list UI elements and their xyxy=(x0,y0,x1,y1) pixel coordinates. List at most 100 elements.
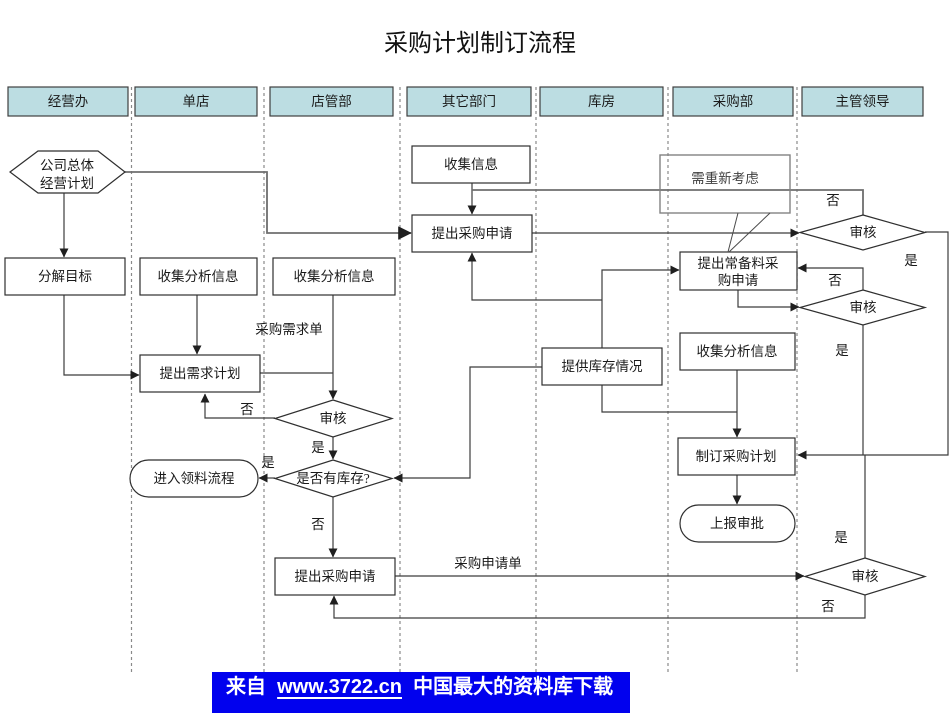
node-collect-info-dept: 收集分析信息 xyxy=(272,257,396,296)
node-decompose-goal: 分解目标 xyxy=(4,257,126,296)
box-regular-material-request xyxy=(679,251,798,291)
node-label: 收集分析信息 xyxy=(294,268,375,284)
edge-label-no: 否 xyxy=(826,193,840,208)
edge-label-no: 否 xyxy=(821,599,835,614)
edge-stockstatus-to-hasstock xyxy=(393,366,542,483)
source-banner: 来自 www.3722.cn 中国最大的资料库下载 xyxy=(212,672,630,713)
node-label: 审核 xyxy=(320,411,347,426)
node-review-leader-2: 审核 xyxy=(797,289,928,326)
edge-stockstatus-to-purchaseplan xyxy=(601,385,737,413)
edge-label-yes: 是 xyxy=(835,343,849,358)
node-propose-demand-plan: 提出需求计划 xyxy=(139,354,261,393)
edge-stockstatus-to-regularrequest xyxy=(601,265,680,348)
node-label: 提出采购申请 xyxy=(295,569,376,584)
edge-review1-no-feedback xyxy=(472,189,864,215)
banner-site-link[interactable]: www.3722.cn xyxy=(277,676,402,698)
edge-regularrequest-to-review2 xyxy=(737,290,800,312)
node-label: 审核 xyxy=(852,569,879,584)
edge-label-yes: 是 xyxy=(261,455,275,470)
edge-label-yes: 是 xyxy=(904,253,918,268)
node-purchase-request-dept: 提出采购申请 xyxy=(274,557,396,596)
flow-connectors xyxy=(59,171,949,619)
edge-label-no: 否 xyxy=(240,402,254,417)
node-label: 收集分析信息 xyxy=(697,343,778,359)
node-review-dept: 审核 xyxy=(273,399,395,438)
edge-label-no: 否 xyxy=(311,517,325,532)
node-label: 经营计划 xyxy=(40,176,94,191)
node-collect-info-purchasing: 收集分析信息 xyxy=(679,332,796,371)
node-label: 进入领料流程 xyxy=(154,471,235,486)
edge-review2-no-to-regularrequest xyxy=(797,263,864,290)
stadium-enter-material-flow xyxy=(129,459,259,498)
hexagon-company-plan xyxy=(9,150,126,194)
node-review-leader-1: 审核 xyxy=(797,214,928,251)
box-propose-demand-plan xyxy=(139,354,261,393)
box-collect-info-dept xyxy=(272,257,396,296)
edge-label-yes: 是 xyxy=(311,440,325,455)
lane-header-row: 经营办 单店 店管部 其它部门 库房 采购部 主管领导 xyxy=(7,86,924,117)
node-label: 收集信息 xyxy=(444,156,498,172)
node-label: 制订采购计划 xyxy=(696,449,777,464)
node-provide-stock-status: 提供库存情况 xyxy=(541,347,663,386)
node-label: 提出需求计划 xyxy=(160,366,241,381)
edge-stockstatus-to-purchaserequest-other xyxy=(467,252,602,301)
box-purchase-request-dept xyxy=(274,557,396,596)
lane-header-label: 单店 xyxy=(183,94,210,109)
note-leader-line xyxy=(728,212,771,253)
edge-review-no-to-demandplan xyxy=(200,393,275,419)
diamond-review-leader-2 xyxy=(797,289,928,326)
lane-header-jingyingban xyxy=(7,86,129,117)
banner-suffix: 中国最大的资料库下载 xyxy=(413,676,614,698)
node-has-stock: 是否有库存? xyxy=(273,459,395,498)
node-label: 提供库存情况 xyxy=(562,359,643,374)
note-box-reconsider xyxy=(659,154,791,214)
lane-header-dandian xyxy=(134,86,258,117)
node-submit-for-approval: 上报审批 xyxy=(679,504,796,543)
node-label: 需重新考虑 xyxy=(691,171,759,186)
node-label: 上报审批 xyxy=(710,516,764,531)
node-collect-info-store: 收集分析信息 xyxy=(139,257,258,296)
box-purchase-request-other xyxy=(411,214,533,253)
lane-header-caigoubu xyxy=(672,86,794,117)
edge-review1-yes-to-purchaseplan xyxy=(797,231,949,460)
edge-companyplan-to-purchaserequest-other xyxy=(125,171,412,240)
lane-header-zhuguanlingdao xyxy=(801,86,924,117)
lane-header-label: 经营办 xyxy=(48,94,89,109)
node-label: 审核 xyxy=(850,225,877,240)
page-title: 采购计划制订流程 xyxy=(384,30,576,57)
lane-header-kufang xyxy=(539,86,664,117)
node-company-plan: 公司总体 经营计划 xyxy=(9,150,126,194)
node-label: 是否有库存? xyxy=(296,471,370,486)
node-label: 审核 xyxy=(850,300,877,315)
lane-header-qitabumen xyxy=(406,86,532,117)
node-label: 收集分析信息 xyxy=(158,268,239,284)
lane-header-dianguanbu xyxy=(269,86,394,117)
node-label: 提出采购申请 xyxy=(432,226,513,241)
diamond-review-dept xyxy=(273,399,395,438)
box-make-purchase-plan xyxy=(677,437,796,476)
edge-label-request-note: 采购申请单 xyxy=(454,556,522,571)
diamond-review-leader-1 xyxy=(797,214,928,251)
box-collect-info-purchasing xyxy=(679,332,796,371)
edge-review3-no-to-purchaserequest xyxy=(329,595,866,619)
banner-prefix: 来自 xyxy=(226,676,266,698)
lane-header-label: 主管领导 xyxy=(836,94,890,109)
edge-label-no: 否 xyxy=(828,273,842,288)
box-decompose-goal xyxy=(4,257,126,296)
lane-header-label: 库房 xyxy=(588,94,615,109)
node-label: 购申请 xyxy=(718,273,759,288)
diamond-review-leader-3 xyxy=(802,557,928,596)
node-label: 分解目标 xyxy=(38,269,92,284)
node-regular-material-request: 提出常备料采 购申请 xyxy=(679,251,798,291)
edge-labels: 采购需求单 否 是 是 否 采购申请单 否 是 否 是 是 否 xyxy=(240,193,918,614)
node-review-leader-3: 审核 xyxy=(802,557,928,596)
box-collect-info-other xyxy=(411,145,531,184)
lane-header-label: 店管部 xyxy=(311,94,352,109)
lane-header-label: 其它部门 xyxy=(442,93,496,109)
edge-label-demand-note: 采购需求单 xyxy=(255,322,323,337)
box-collect-info-store xyxy=(139,257,258,296)
node-enter-material-flow: 进入领料流程 xyxy=(129,459,259,498)
diamond-has-stock xyxy=(273,459,395,498)
